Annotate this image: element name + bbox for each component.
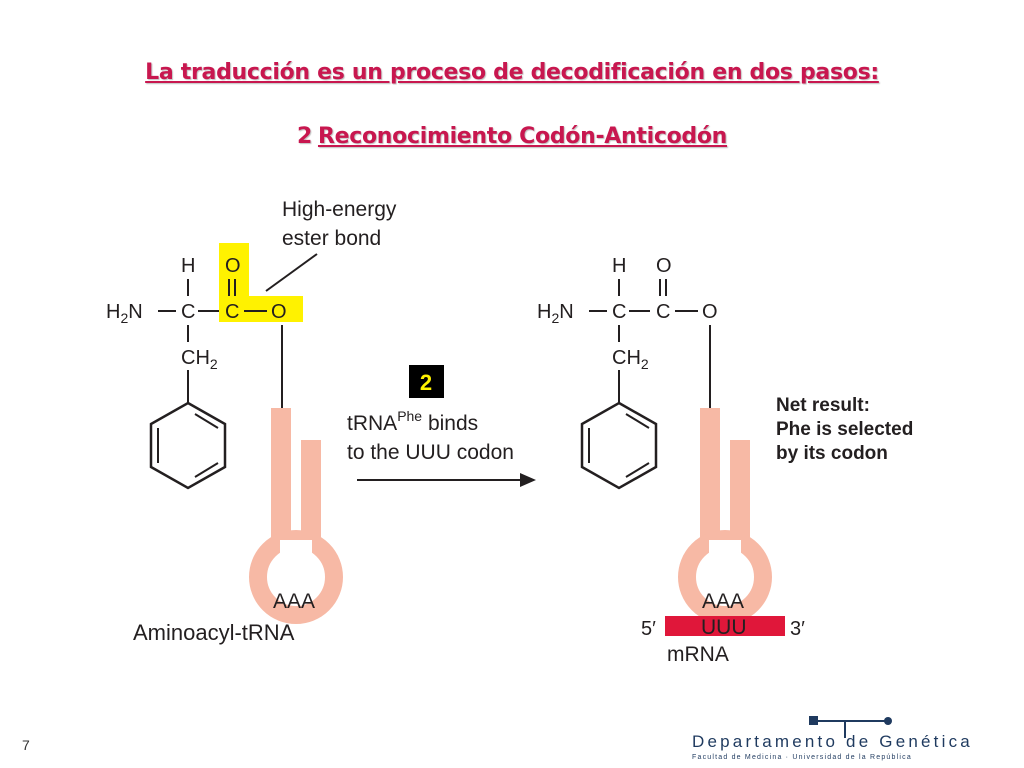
right-trna-mrna: H O H2N C C O CH2 AAA UUU (537, 255, 913, 666)
atom-o-ester: O (271, 301, 287, 323)
ester-bond-highlight (219, 243, 303, 322)
callout-line2: ester bond (282, 227, 381, 250)
step-badge (409, 365, 444, 398)
atom-h: H (612, 255, 626, 277)
callout-line1: High-energy (282, 198, 397, 221)
atom-h2n: H2N (537, 301, 574, 326)
atom-c-alpha: C (612, 301, 626, 323)
mrna-codon: UUU (701, 616, 747, 639)
step-badge-number: 2 (420, 370, 432, 395)
subtitle-text: Reconocimiento Codón-Anticodón (317, 124, 728, 149)
atom-ch2: CH2 (612, 347, 649, 372)
atom-c-carbonyl: C (656, 301, 670, 323)
slide-title: La traducción es un proceso de decodific… (145, 60, 879, 85)
left-anticodon: AAA (273, 590, 315, 613)
atom-ch2: CH2 (181, 347, 218, 372)
page-number: 7 (22, 737, 30, 753)
step-line1: tRNAPhe binds (347, 408, 478, 435)
step-arrow-head (520, 473, 536, 487)
mrna-5-prime: 5′ (641, 618, 656, 640)
step-2: 2 tRNAPhe binds to the UUU codon (347, 365, 536, 487)
right-anticodon: AAA (702, 590, 744, 613)
mrna-label: mRNA (667, 643, 729, 666)
aminoacyl-trna-caption: Aminoacyl-tRNA (133, 620, 295, 645)
atom-o-carbonyl: O (225, 255, 241, 277)
atom-h: H (181, 255, 195, 277)
right-trna (700, 408, 750, 548)
atom-c-carbonyl: C (225, 301, 239, 323)
subtitle-number: 2 (296, 124, 312, 149)
net-result-line2: Phe is selected (776, 419, 913, 440)
logo-square (809, 716, 818, 725)
left-aminoacyl-trna: High-energy ester bond H O H2N C C O CH2 (106, 198, 397, 645)
step-line2: to the UUU codon (347, 441, 514, 464)
department-logo: Departamento de Genética Facultad de Med… (692, 716, 973, 761)
left-trna-loop (249, 530, 343, 624)
department-subtitle: Facultad de Medicina · Universidad de la… (692, 754, 912, 761)
left-trna (271, 408, 321, 548)
net-result-line1: Net result: (776, 395, 870, 416)
mrna-3-prime: 3′ (790, 618, 805, 640)
atom-o-carbonyl: O (656, 255, 672, 277)
atom-o-ester: O (702, 301, 718, 323)
right-bonds (580, 279, 711, 490)
callout-pointer (265, 253, 318, 292)
mrna-strand (665, 616, 785, 636)
right-trna-loop (678, 530, 772, 624)
left-bonds (149, 279, 283, 490)
atom-h2n: H2N (106, 301, 143, 326)
atom-c-alpha: C (181, 301, 195, 323)
net-result-line3: by its codon (776, 443, 888, 464)
department-name: Departamento de Genética (692, 732, 973, 751)
logo-dot (884, 717, 892, 725)
